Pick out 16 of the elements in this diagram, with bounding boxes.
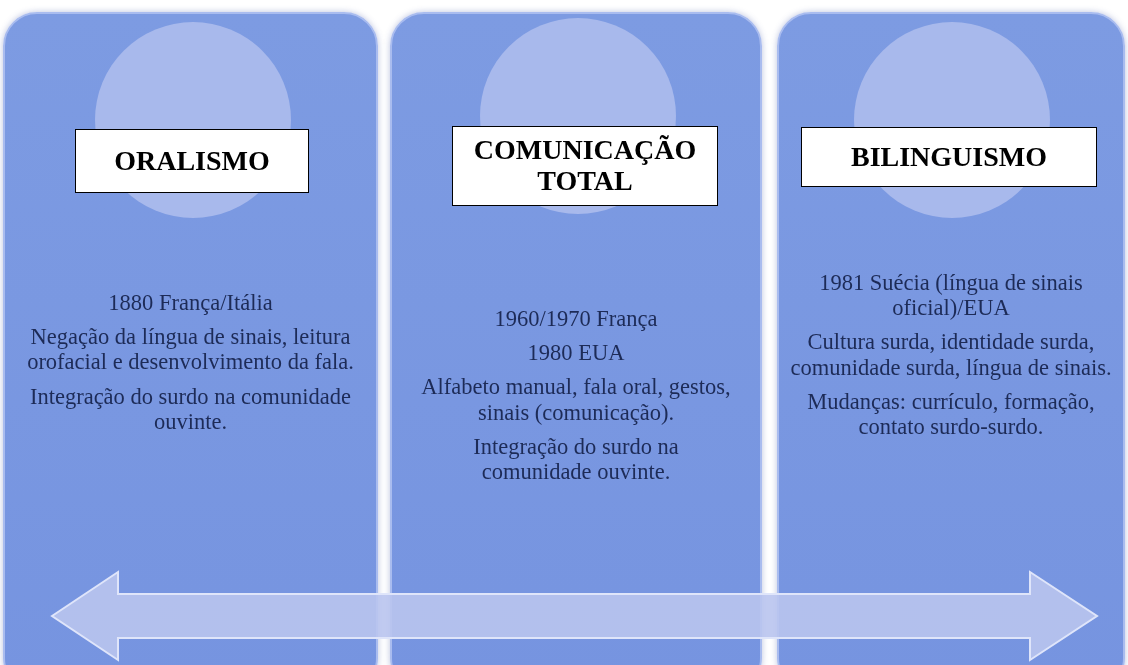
body-text: Integração do surdo na comunidade ouvinte. xyxy=(472,433,680,485)
body-text: 1980 EUA xyxy=(526,340,626,366)
body-text: 1960/1970 França xyxy=(493,306,659,332)
body-text: Mudanças: currículo, formação, contato surdo-surdo. xyxy=(806,388,1096,440)
column-panel xyxy=(777,12,1125,665)
column-panel xyxy=(3,12,378,665)
body-text: 1981 Suécia (língua de sinais oficial)/EUA xyxy=(818,270,1084,321)
body-text: Alfabeto manual, fala oral, gestos, sinais (comunicação). xyxy=(420,374,732,425)
body-text: Cultura surda, identidade surda, comunidade surda, língua de sinais. xyxy=(789,329,1113,380)
body-text: 1880 França/Itália xyxy=(107,290,274,316)
body-text: Negação da língua de sinais, leitura orofacial e desenvolvimento da fala. xyxy=(27,324,354,375)
title-box: ORALISMO xyxy=(75,129,309,193)
body-text: Integração do surdo na comunidade ouvinte. xyxy=(28,383,353,434)
column-panel xyxy=(390,12,762,665)
title-box: COMUNICAÇÃO TOTAL xyxy=(452,126,718,206)
title-box: BILINGUISMO xyxy=(801,127,1097,187)
